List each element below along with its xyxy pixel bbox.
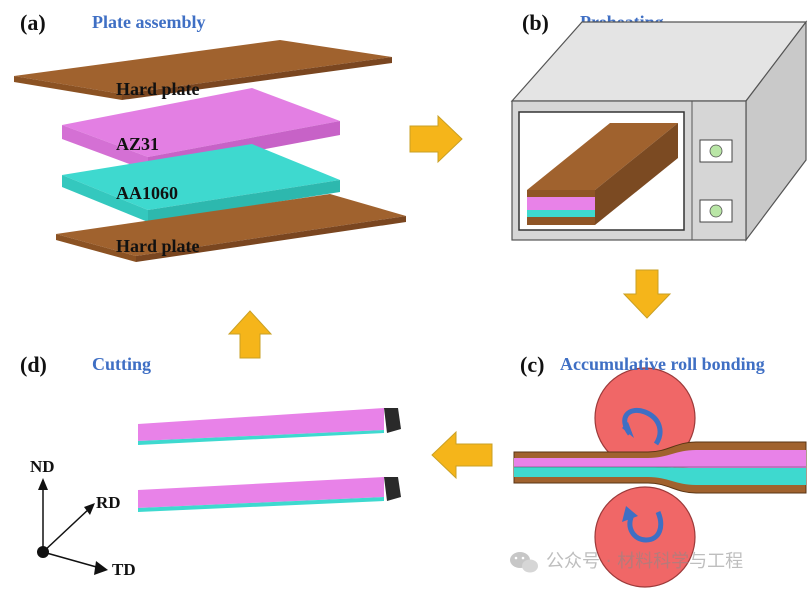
watermark-text: 公众号 · 材料科学与工程 xyxy=(546,551,743,572)
lower-roller xyxy=(594,486,696,588)
panel-a: (a) Plate assembly Hard plate AZ31 AA106… xyxy=(14,10,406,262)
bottom-hard-plate-label: Hard plate xyxy=(116,236,200,256)
upper-roller-rotation-icon xyxy=(622,408,663,446)
lower-roller-rotation-icon xyxy=(627,511,664,543)
arrow-c-to-d xyxy=(431,430,493,480)
panel-c: (c) Accumulative roll bonding xyxy=(513,352,807,588)
panel-b: (b) Preheating xyxy=(510,10,808,242)
axes-origin xyxy=(37,546,49,558)
panel-a-title: Plate assembly xyxy=(92,12,205,32)
arrow-b-to-c xyxy=(622,269,672,319)
panel-c-letter: (c) xyxy=(520,352,544,377)
aa1060-label: AA1060 xyxy=(116,183,178,203)
cut-strip-lower xyxy=(138,477,401,512)
arrow-a-to-b xyxy=(409,114,463,164)
panel-b-letter: (b) xyxy=(522,10,549,35)
bottom-hard-plate xyxy=(56,194,406,262)
arrow-d-to-a xyxy=(227,310,273,359)
watermark: 公众号 · 材料科学与工程 xyxy=(510,551,743,573)
rolled-strip xyxy=(513,441,807,494)
aa1060-plate xyxy=(62,144,340,222)
panel-a-letter: (a) xyxy=(20,10,46,35)
coordinate-axes: ND RD TD xyxy=(30,457,136,579)
furnace-plate-stack xyxy=(527,123,678,225)
wechat-icon xyxy=(510,552,538,573)
rd-axis-label: RD xyxy=(96,493,121,512)
top-hard-plate-label: Hard plate xyxy=(116,79,200,99)
top-hard-plate xyxy=(14,40,392,100)
panel-d-letter: (d) xyxy=(20,352,47,377)
cut-strip-upper xyxy=(138,408,401,445)
az31-label: AZ31 xyxy=(116,134,159,154)
nd-axis-label: ND xyxy=(30,457,55,476)
panel-d-title: Cutting xyxy=(92,354,151,374)
td-axis-label: TD xyxy=(112,560,136,579)
panel-d: (d) Cutting ND RD TD xyxy=(20,352,401,579)
panel-c-title: Accumulative roll bonding xyxy=(560,354,765,374)
